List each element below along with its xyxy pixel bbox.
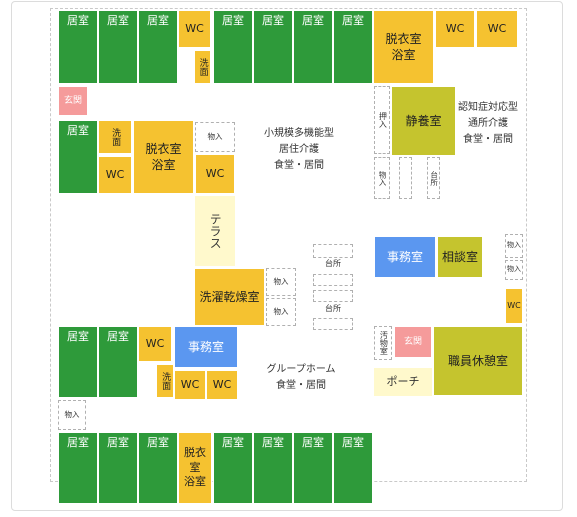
storage: 物入: [195, 122, 235, 152]
storage: 物入: [374, 157, 390, 199]
resident-room: 居室: [253, 432, 293, 504]
storage: 物入: [505, 234, 523, 258]
area-label-line: 食堂・居間: [463, 134, 513, 145]
resident-room: 居室: [58, 432, 98, 504]
area-label-line: 通所介護: [468, 118, 508, 129]
office: 事務室: [374, 236, 436, 278]
resident-room: 居室: [213, 10, 253, 84]
resident-room: 居室: [253, 10, 293, 84]
floor-plan-frame: [11, 1, 563, 511]
bath-room-label: 浴室: [391, 48, 416, 62]
dressing-bath-room: 脱衣室浴室: [373, 10, 434, 84]
resident-room: 居室: [293, 432, 333, 504]
kitchenette-cell: [313, 274, 353, 286]
closet: 押入: [374, 86, 390, 154]
dressing-room-label: 脱衣室: [184, 445, 206, 474]
dressing-room-label: 脱衣室: [145, 141, 182, 156]
washroom: 洗面: [194, 50, 211, 84]
resident-room: 居室: [58, 326, 98, 398]
resident-room: 居室: [138, 432, 178, 504]
storage-cell: [399, 157, 412, 199]
washroom: 洗面: [98, 120, 132, 154]
resident-room: 居室: [333, 10, 373, 84]
porch: ポーチ: [374, 368, 432, 396]
group-home-area-label: グループホーム 食堂・居間: [256, 362, 346, 394]
resident-room: 居室: [98, 10, 138, 84]
kitchenette-cell: [313, 244, 353, 258]
quiet-room: 静養室: [391, 86, 456, 156]
wc-room: WC: [476, 10, 518, 48]
kitchenette: 台所: [427, 157, 440, 199]
dressing-room-label: 脱衣室: [385, 31, 422, 46]
soiled-utility-room: 汚物室: [374, 326, 392, 360]
laundry-drying-room: 洗濯乾燥室: [194, 268, 265, 326]
resident-room: 居室: [98, 326, 138, 398]
area-label-line: 小規模多機能型: [264, 128, 334, 139]
wc-room: WC: [435, 10, 475, 48]
wc-room: WC: [138, 326, 172, 362]
entrance: 玄関: [394, 326, 432, 358]
kitchenette-cell: [313, 290, 353, 302]
storage: 物入: [58, 400, 86, 430]
resident-room: 居室: [213, 432, 253, 504]
bath-room-label: 浴室: [151, 158, 176, 172]
dressing-bath-room: 脱衣室浴室: [133, 120, 194, 194]
kitchenette-label: 台所: [325, 304, 341, 313]
dementia-day-care-area-label: 認知症対応型 通所介護 食堂・居間: [452, 100, 524, 148]
storage: 物入: [266, 298, 296, 326]
staff-lounge: 職員休憩室: [433, 326, 523, 396]
area-label-line: グループホーム: [266, 364, 336, 375]
wc-room: WC: [178, 10, 211, 48]
resident-room: 居室: [293, 10, 333, 84]
office: 事務室: [174, 326, 238, 368]
area-label-line: 食堂・居間: [276, 380, 326, 391]
area-label-line: 居住介護: [279, 144, 319, 155]
resident-room: 居室: [58, 10, 98, 84]
resident-room: 居室: [138, 10, 178, 84]
storage: 物入: [505, 260, 523, 280]
entrance: 玄関: [58, 86, 88, 116]
terrace: テラス: [195, 196, 235, 266]
washroom: 洗面: [156, 364, 174, 398]
area-label-line: 認知症対応型: [458, 102, 518, 113]
area-label-line: 食堂・居間: [274, 160, 324, 171]
resident-room: 居室: [333, 432, 373, 504]
wc-room: WC: [206, 370, 238, 400]
bath-room-label: 浴室: [184, 475, 206, 489]
consultation-room: 相談室: [437, 236, 483, 278]
small-multi-function-area-label: 小規模多機能型 居住介護 食堂・居間: [244, 126, 354, 174]
dressing-bath-room: 脱衣室浴室: [178, 432, 212, 504]
wc-room: WC: [195, 154, 235, 194]
storage: 物入: [266, 268, 296, 296]
wc-room: WC: [98, 156, 132, 194]
wc-room: WC: [174, 370, 206, 400]
resident-room: 居室: [98, 432, 138, 504]
kitchenette-label: 台所: [325, 259, 341, 268]
resident-room: 居室: [58, 120, 98, 194]
wc-room: WC: [505, 288, 523, 324]
kitchenette-cell: [313, 318, 353, 330]
